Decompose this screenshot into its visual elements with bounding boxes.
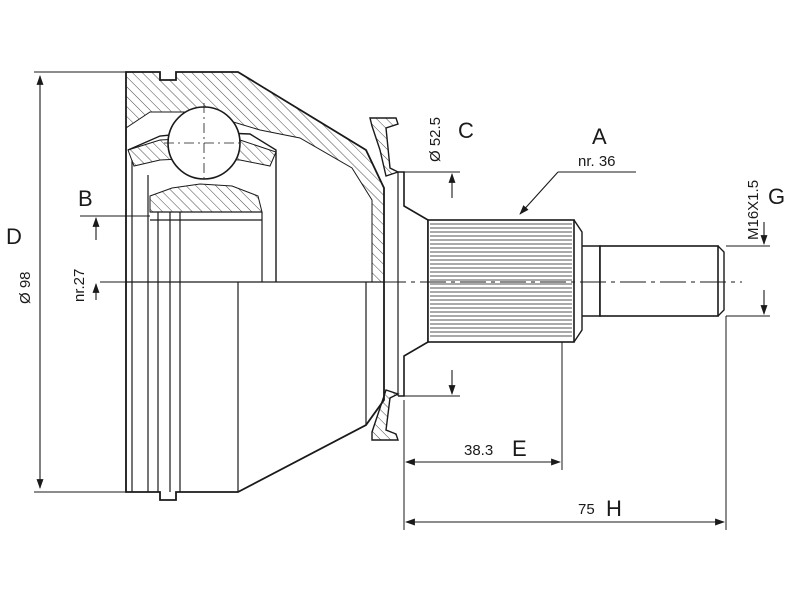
housing-inner-lines [125,128,384,492]
dim-h [405,316,727,530]
boot-ring-lower [371,389,400,441]
boot-ring-upper [369,117,400,177]
label-m16: M16X1.5 [745,180,762,240]
label-e-val: 38.3 [464,442,493,459]
dim-d [34,71,126,493]
label-nr27: nr.27 [71,269,88,302]
label-b: B [78,186,93,211]
spline-chamfer [573,219,583,343]
spline-teeth [430,223,572,337]
label-nr36: nr. 36 [578,153,616,170]
thread-end [599,245,719,317]
dim-g [726,222,770,317]
neck [398,171,429,397]
label-dia98: Ø 98 [17,271,34,304]
label-dia52: Ø 52.5 [427,117,444,162]
dim-b [80,215,150,300]
dim-c [404,171,460,397]
label-h-val: 75 [578,501,595,518]
label-a: A [592,124,607,149]
label-d: D [6,224,22,249]
label-g: G [768,184,785,209]
inner-cage-upper [149,183,263,213]
label-c: C [458,118,474,143]
label-e: E [512,436,527,461]
thread-stub [582,245,601,317]
dim-e [403,342,563,530]
label-h: H [606,496,622,521]
housing-section-hatch [125,71,385,283]
leader-a [519,171,636,215]
